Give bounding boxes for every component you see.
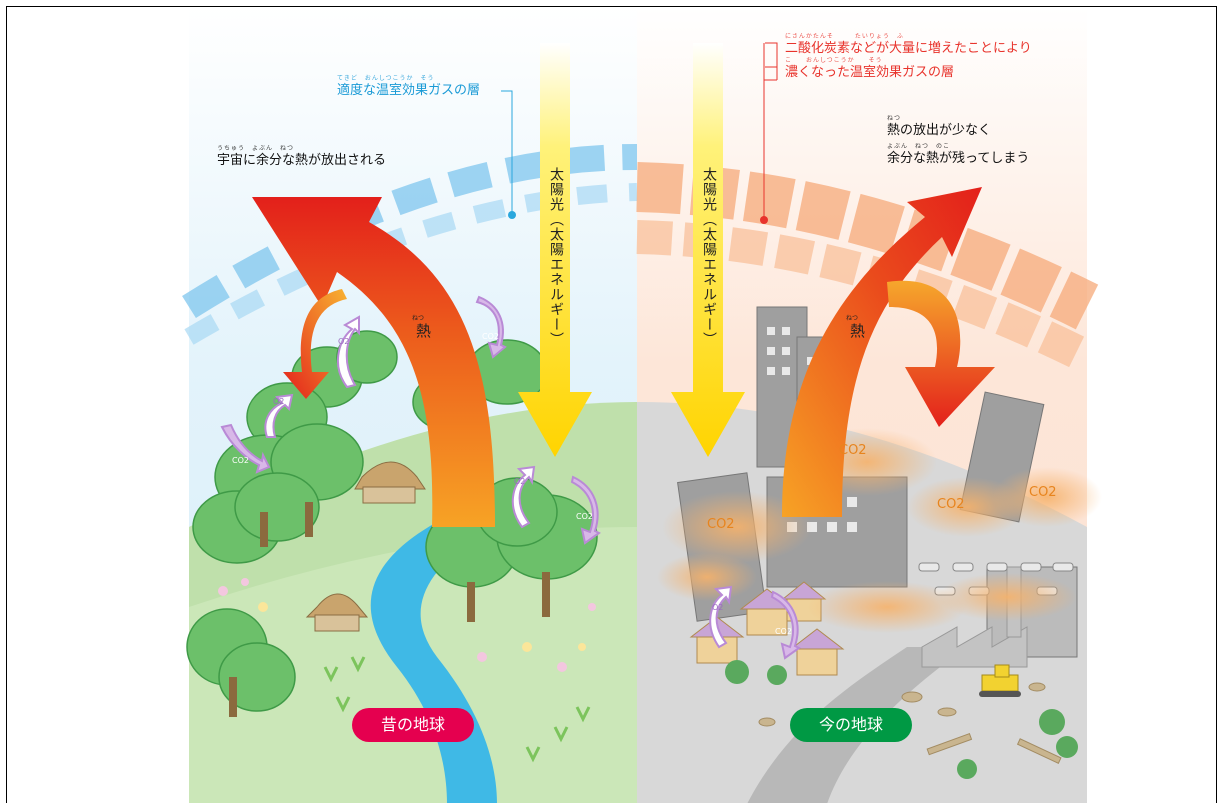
right-sunlight-arrow	[671, 43, 745, 457]
current-earth-badge: 今の地球	[790, 708, 912, 742]
left-sunlight-arrow	[518, 43, 592, 457]
old-earth-badge: 昔の地球	[352, 708, 474, 742]
heat-release-label: うちゅう よぶん ねつ 宇宙に余分な熱が放出される	[217, 145, 386, 169]
co2-cloud-label: CO2	[707, 517, 735, 532]
thick-layer-ruby: こ おんしつこうか そう	[785, 57, 883, 64]
right-heat-ruby: ねつ	[846, 315, 859, 322]
left-reflect-arrow	[283, 289, 347, 399]
co2-cloud-label: CO2	[937, 497, 965, 512]
o2-tag: O2	[338, 337, 350, 346]
heat-remain-text1: 熱の放出が少なく	[887, 123, 992, 138]
heat-remain-ruby2: よぶん ねつ のこ	[887, 143, 951, 150]
diagram-canvas	[182, 7, 1102, 803]
heat-remain-line2: よぶん ねつ のこ 余分な熱が残ってしまう	[887, 143, 1029, 167]
flowers	[218, 578, 596, 672]
left-gas-layer-ruby: てきど おんしつこうか そう	[337, 75, 435, 82]
thatched-houses	[305, 461, 426, 632]
co2-tag: CO2	[482, 332, 499, 341]
tree-stumps	[758, 682, 1062, 764]
thick-layer-text: 濃くなった温室効果ガスの層	[785, 65, 955, 80]
right-heat-arrow	[782, 187, 982, 517]
heat-remain-text2: 余分な熱が残ってしまう	[887, 151, 1030, 166]
o2-co2-arrows	[220, 295, 801, 660]
heat-remain-line1: ねつ 熱の放出が少なく	[887, 115, 991, 139]
co2-tag: CO2	[775, 627, 792, 636]
right-reflect-arrow	[887, 280, 995, 427]
heat-release-ruby: うちゅう よぶん ねつ	[217, 145, 295, 152]
bulldozer	[979, 664, 1021, 697]
heat-remain-ruby1: ねつ	[887, 115, 902, 122]
thick-layer-label: こ おんしつこうか そう 濃くなった温室効果ガスの層	[785, 57, 954, 81]
co2-tag: CO2	[232, 456, 249, 465]
left-gas-layer	[182, 144, 638, 318]
co2-cloud-label: CO2	[839, 443, 867, 458]
right-heat-label: 熱	[848, 323, 866, 339]
left-gas-layer-text: 適度な温室効果ガスの層	[337, 83, 481, 98]
co2-tag: CO2	[576, 512, 593, 521]
left-trunks	[229, 502, 550, 717]
left-heat-label: 熱	[414, 323, 432, 339]
co2-increase-ruby: にさんかたんそ たいりょう ふ	[785, 33, 904, 40]
left-heat-ruby: ねつ	[412, 315, 425, 322]
co2-cloud-label: CO2	[1029, 485, 1057, 500]
diagram-frame: てきど おんしつこうか そう 適度な温室効果ガスの層 うちゅう よぶん ねつ 宇…	[6, 6, 1217, 803]
left-heat-arrow	[252, 197, 495, 527]
o2-tag: O2	[712, 603, 724, 612]
heat-release-text: 宇宙に余分な熱が放出される	[217, 153, 387, 168]
co2-increase-text: 二酸化炭素などが大量に増えたことにより	[785, 41, 1032, 56]
right-sunlight-label: 太陽光（太陽エネルギー）	[701, 167, 717, 347]
left-sunlight-label: 太陽光（太陽エネルギー）	[548, 167, 564, 347]
left-gas-layer-inner	[184, 183, 638, 345]
left-gas-layer-label: てきど おんしつこうか そう 適度な温室効果ガスの層	[337, 75, 480, 99]
o2-tag: O2	[273, 397, 285, 406]
smog-clouds	[657, 428, 1102, 633]
co2-increase-label: にさんかたんそ たいりょう ふ 二酸化炭素などが大量に増えたことにより	[785, 33, 1032, 57]
sparse-trees	[725, 660, 1078, 779]
grass	[323, 656, 591, 763]
o2-tag: O2	[514, 477, 526, 486]
